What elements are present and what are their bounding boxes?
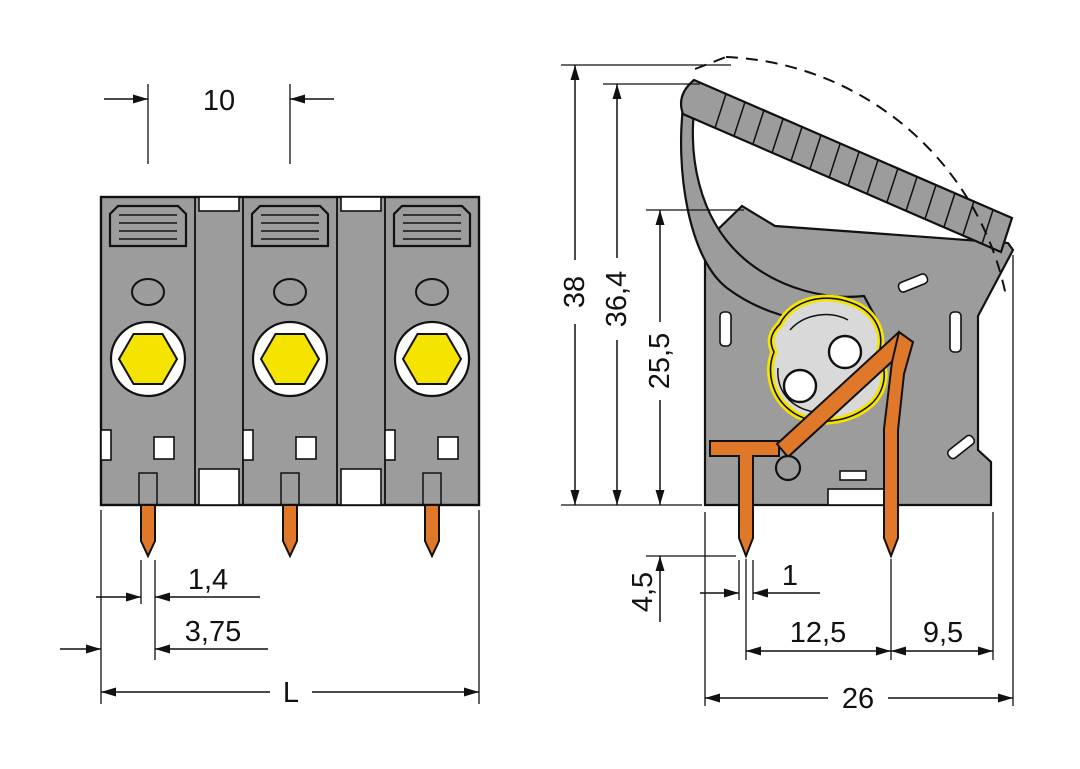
dim-body-height: 25,5 <box>644 209 744 505</box>
busbar-left-pin <box>709 440 780 559</box>
dim-label-pin-offset: 3,75 <box>185 616 241 648</box>
dim-edge-distance: 9,5 <box>891 512 994 660</box>
dim-pin-row-spacing: 12,5 <box>746 617 891 656</box>
side-slot-upper-right <box>897 273 929 293</box>
dim-label-overall-length: L <box>283 677 299 709</box>
dim-label-pin-protrusion: 4,5 <box>627 572 659 612</box>
dim-label-edge-distance: 9,5 <box>923 617 963 649</box>
side-slot-left <box>719 311 732 347</box>
dim-label-body-height: 25,5 <box>644 333 676 389</box>
dim-label-pin-row-spacing: 12,5 <box>790 617 846 649</box>
gap-notch-top <box>340 196 382 212</box>
conductor-busbar <box>709 330 915 559</box>
dim-total-height: 38 <box>559 64 731 506</box>
dim-pin-protrusion: 4,5 <box>627 555 736 622</box>
gap-notch-bottom <box>340 468 382 506</box>
dim-pole-pitch: 10 <box>104 84 334 164</box>
side-view: 38 36,4 25,5 4,5 <box>559 56 1015 715</box>
cavity-hole-2 <box>827 334 863 370</box>
side-slot-lower-right <box>946 434 976 460</box>
dim-label-lever-height: 36,4 <box>601 271 633 327</box>
gap-notch-bottom <box>198 468 240 506</box>
bottom-notch <box>827 488 885 506</box>
dim-lever-height: 36,4 <box>601 83 700 505</box>
dim-pin-thickness: 1 <box>700 560 820 600</box>
lever-grip-serrations <box>714 93 994 245</box>
lever-swing-arc <box>694 56 1007 297</box>
side-slot-right <box>949 311 962 353</box>
dim-pin-offset: 3,75 <box>60 616 268 654</box>
cavity-hole-1 <box>782 368 818 404</box>
gap-notch-top <box>198 196 240 212</box>
rivet-hole <box>774 454 802 482</box>
dim-label-total-height: 38 <box>559 276 591 308</box>
dim-overall-depth: 26 <box>704 255 1014 715</box>
dim-label-pole-pitch: 10 <box>203 85 235 117</box>
bottom-slot <box>839 470 867 481</box>
dim-overall-length: L <box>100 510 480 709</box>
dim-pin-width: 1,4 <box>96 560 260 660</box>
dim-label-overall-depth: 26 <box>842 683 874 715</box>
dim-label-pin-width: 1,4 <box>188 564 228 596</box>
dim-label-pin-thickness: 1 <box>782 560 798 592</box>
contact-right-pin <box>883 330 915 559</box>
front-view: 10 1,4 3,75 L <box>60 84 481 709</box>
